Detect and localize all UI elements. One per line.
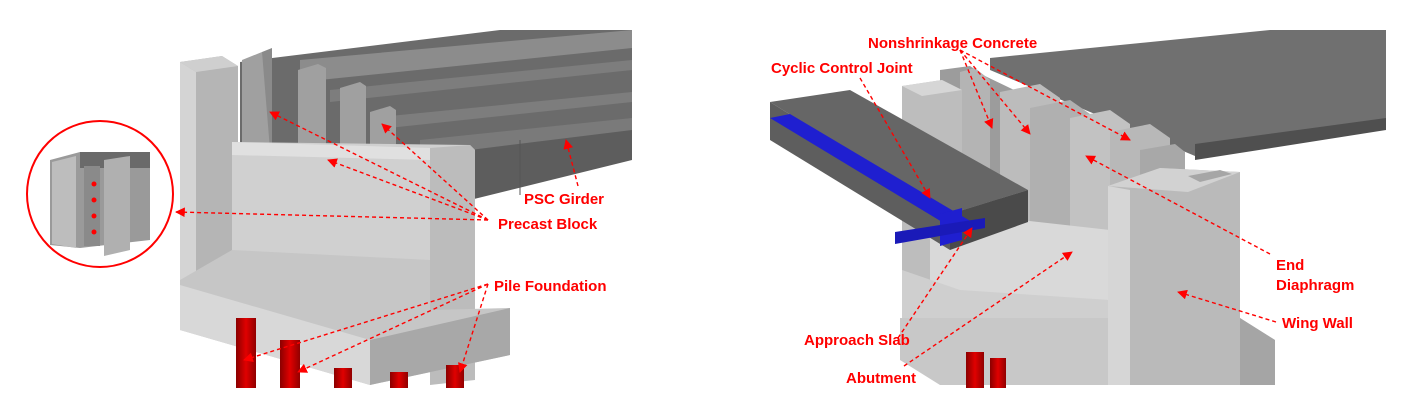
- right-piles: [966, 352, 1006, 388]
- label-psc-girder: PSC Girder: [524, 191, 604, 208]
- right-leaders: [859, 49, 1277, 367]
- label-wing-wall: Wing Wall: [1282, 315, 1353, 332]
- label-cyclic-control-joint: Cyclic Control Joint: [771, 60, 913, 77]
- left-leaders: [175, 111, 579, 373]
- label-pile-foundation: Pile Foundation: [494, 278, 607, 295]
- bridge-deck: [990, 30, 1386, 160]
- wing-wall: [1108, 168, 1240, 385]
- label-nonshrinkage-concrete: Nonshrinkage Concrete: [868, 35, 1037, 52]
- right-model: [770, 30, 1386, 388]
- label-abutment: Abutment: [846, 370, 916, 387]
- label-end-diaphragm-line2: Diaphragm: [1276, 277, 1354, 294]
- zoom-detail-circle-icon: [26, 120, 174, 268]
- label-end-diaphragm-line1: End: [1276, 257, 1304, 274]
- inset-detail: [26, 120, 174, 268]
- label-approach-slab: Approach Slab: [804, 332, 910, 349]
- abutment-back-wall: [180, 56, 238, 295]
- left-model: [180, 30, 632, 388]
- label-precast-block: Precast Block: [498, 216, 598, 233]
- approach-slab: [770, 90, 1028, 250]
